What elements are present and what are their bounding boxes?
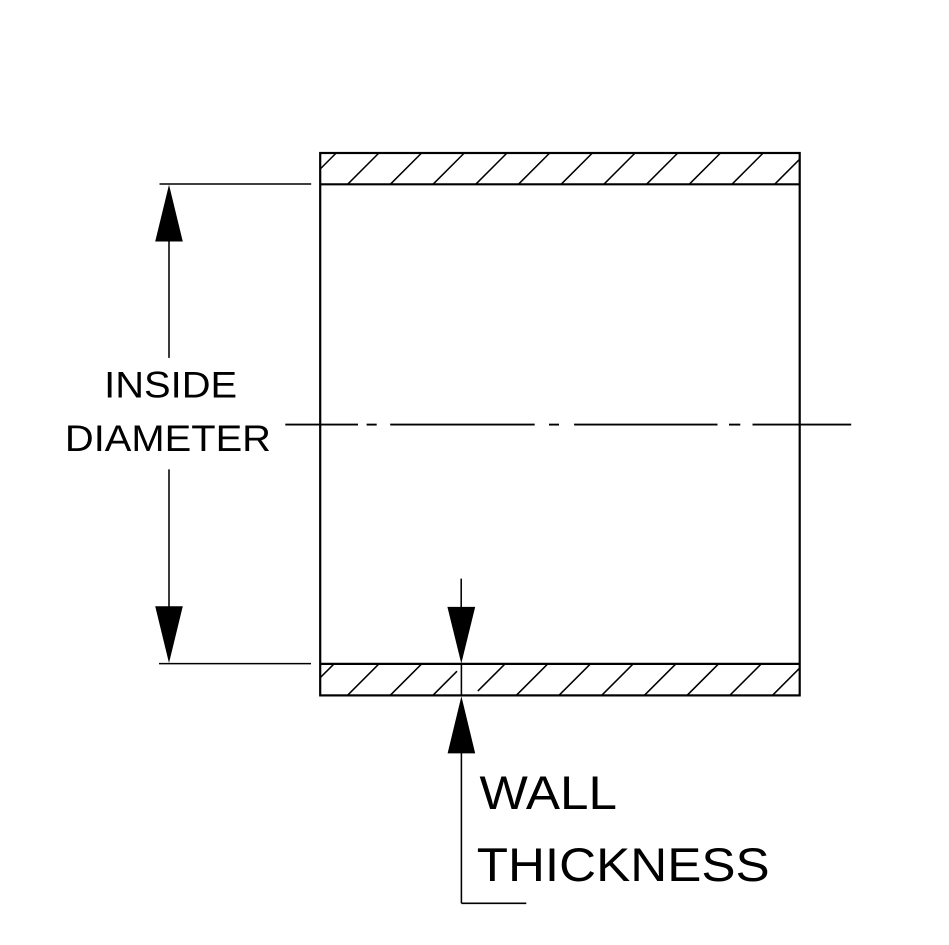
svg-text:WALL: WALL [479, 767, 617, 820]
svg-text:INSIDE: INSIDE [104, 365, 237, 406]
svg-text:DIAMETER: DIAMETER [65, 418, 271, 459]
svg-text:THICKNESS: THICKNESS [477, 839, 770, 892]
